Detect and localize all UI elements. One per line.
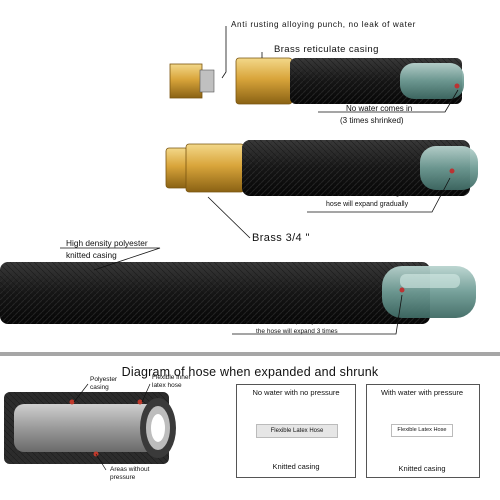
no-water-label-line2: (3 times shrinked) (340, 116, 404, 125)
hose-cross-section (4, 383, 176, 471)
inflow-label-line1: When water is inflowing, the (326, 190, 414, 197)
anti-rust-label: Anti rusting alloying punch, no leak of … (231, 20, 416, 29)
areas-without-pressure-label: Areas without pressure (110, 466, 150, 481)
hose-shrunk-with-brass-fitting (169, 57, 464, 105)
panel-with-pressure-casing-label: Knitted casing (398, 464, 446, 473)
panel-no-pressure-hose-label: Flexible Latex Hose (256, 424, 338, 438)
hose-expanding-with-brass-fitting (165, 140, 478, 196)
polyester-label-line1: High density polyester (66, 238, 148, 248)
inflow-label-line2: hose will expand gradually (326, 201, 409, 208)
latex-hose-label: Flexible inner latex hose (152, 374, 191, 389)
polyester-label-line2: knitted casing (66, 250, 117, 260)
full-expand-label-line1: After water is completely inside the hos… (244, 318, 361, 325)
polyester-casing-label: Polyester casing (90, 376, 118, 391)
panel-no-pressure-casing-label: Knitted casing (272, 462, 320, 471)
brass-casing-label: Brass reticulate casing (274, 44, 379, 55)
panel-with-pressure-title: With water with pressure (380, 388, 464, 397)
panel-with-pressure-hose-label: Flexible Latex Hose (391, 424, 453, 437)
brass-size-label: Brass 3/4 " (252, 232, 310, 244)
no-water-label-line1: No water comes in (346, 104, 413, 113)
callout-lines (0, 26, 500, 356)
full-expand-label-line2: the hose will expand 3 times (256, 328, 338, 335)
panel-no-pressure-title: No water with no pressure (252, 388, 340, 397)
hose-fully-expanded (0, 262, 476, 324)
diagram-title: Diagram of hose when expanded and shrunk (121, 365, 379, 379)
